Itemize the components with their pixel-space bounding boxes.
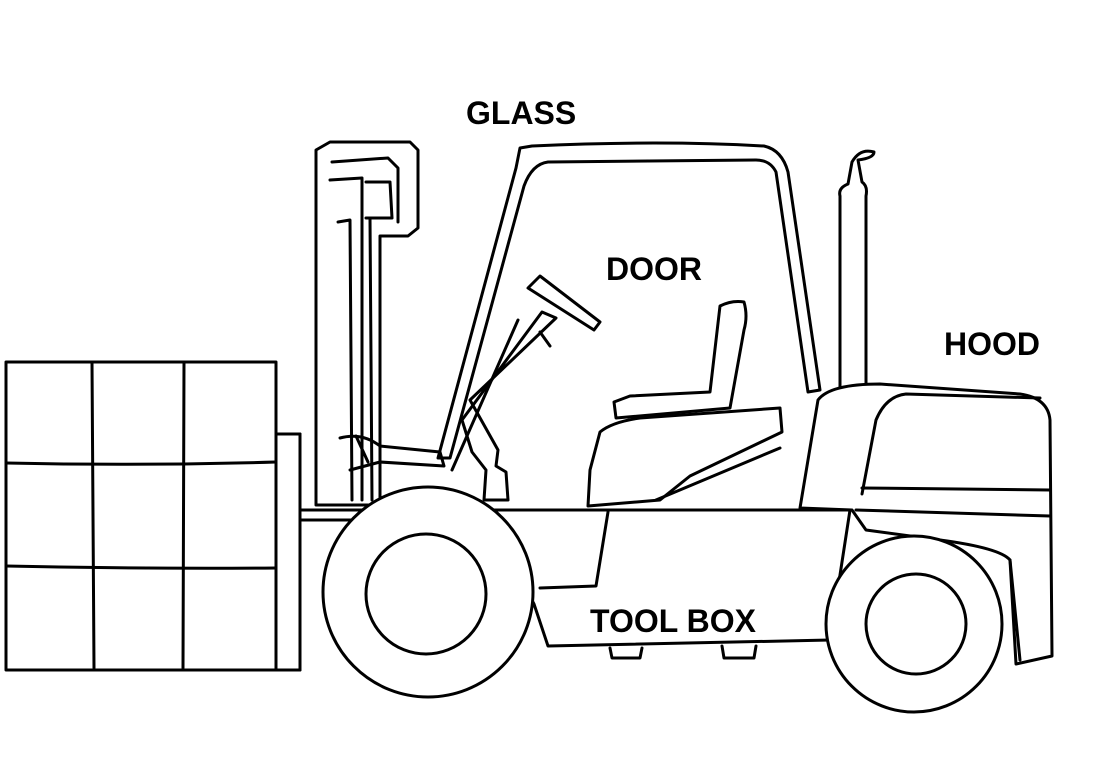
steering bbox=[450, 274, 602, 502]
mast bbox=[314, 140, 446, 507]
hood-label: HOOD bbox=[944, 326, 1040, 362]
seat bbox=[586, 300, 784, 508]
exhaust-stack bbox=[838, 149, 876, 394]
front-wheel bbox=[321, 485, 535, 699]
overhead-guard bbox=[436, 141, 822, 460]
pallet-load bbox=[4, 360, 278, 672]
rear-wheel bbox=[824, 534, 1004, 714]
fork-carriage bbox=[274, 432, 302, 672]
glass-label: GLASS bbox=[466, 95, 576, 131]
hood-body bbox=[798, 382, 1054, 666]
door-label: DOOR bbox=[606, 251, 702, 287]
tool-box-label: TOOL BOX bbox=[590, 603, 757, 639]
